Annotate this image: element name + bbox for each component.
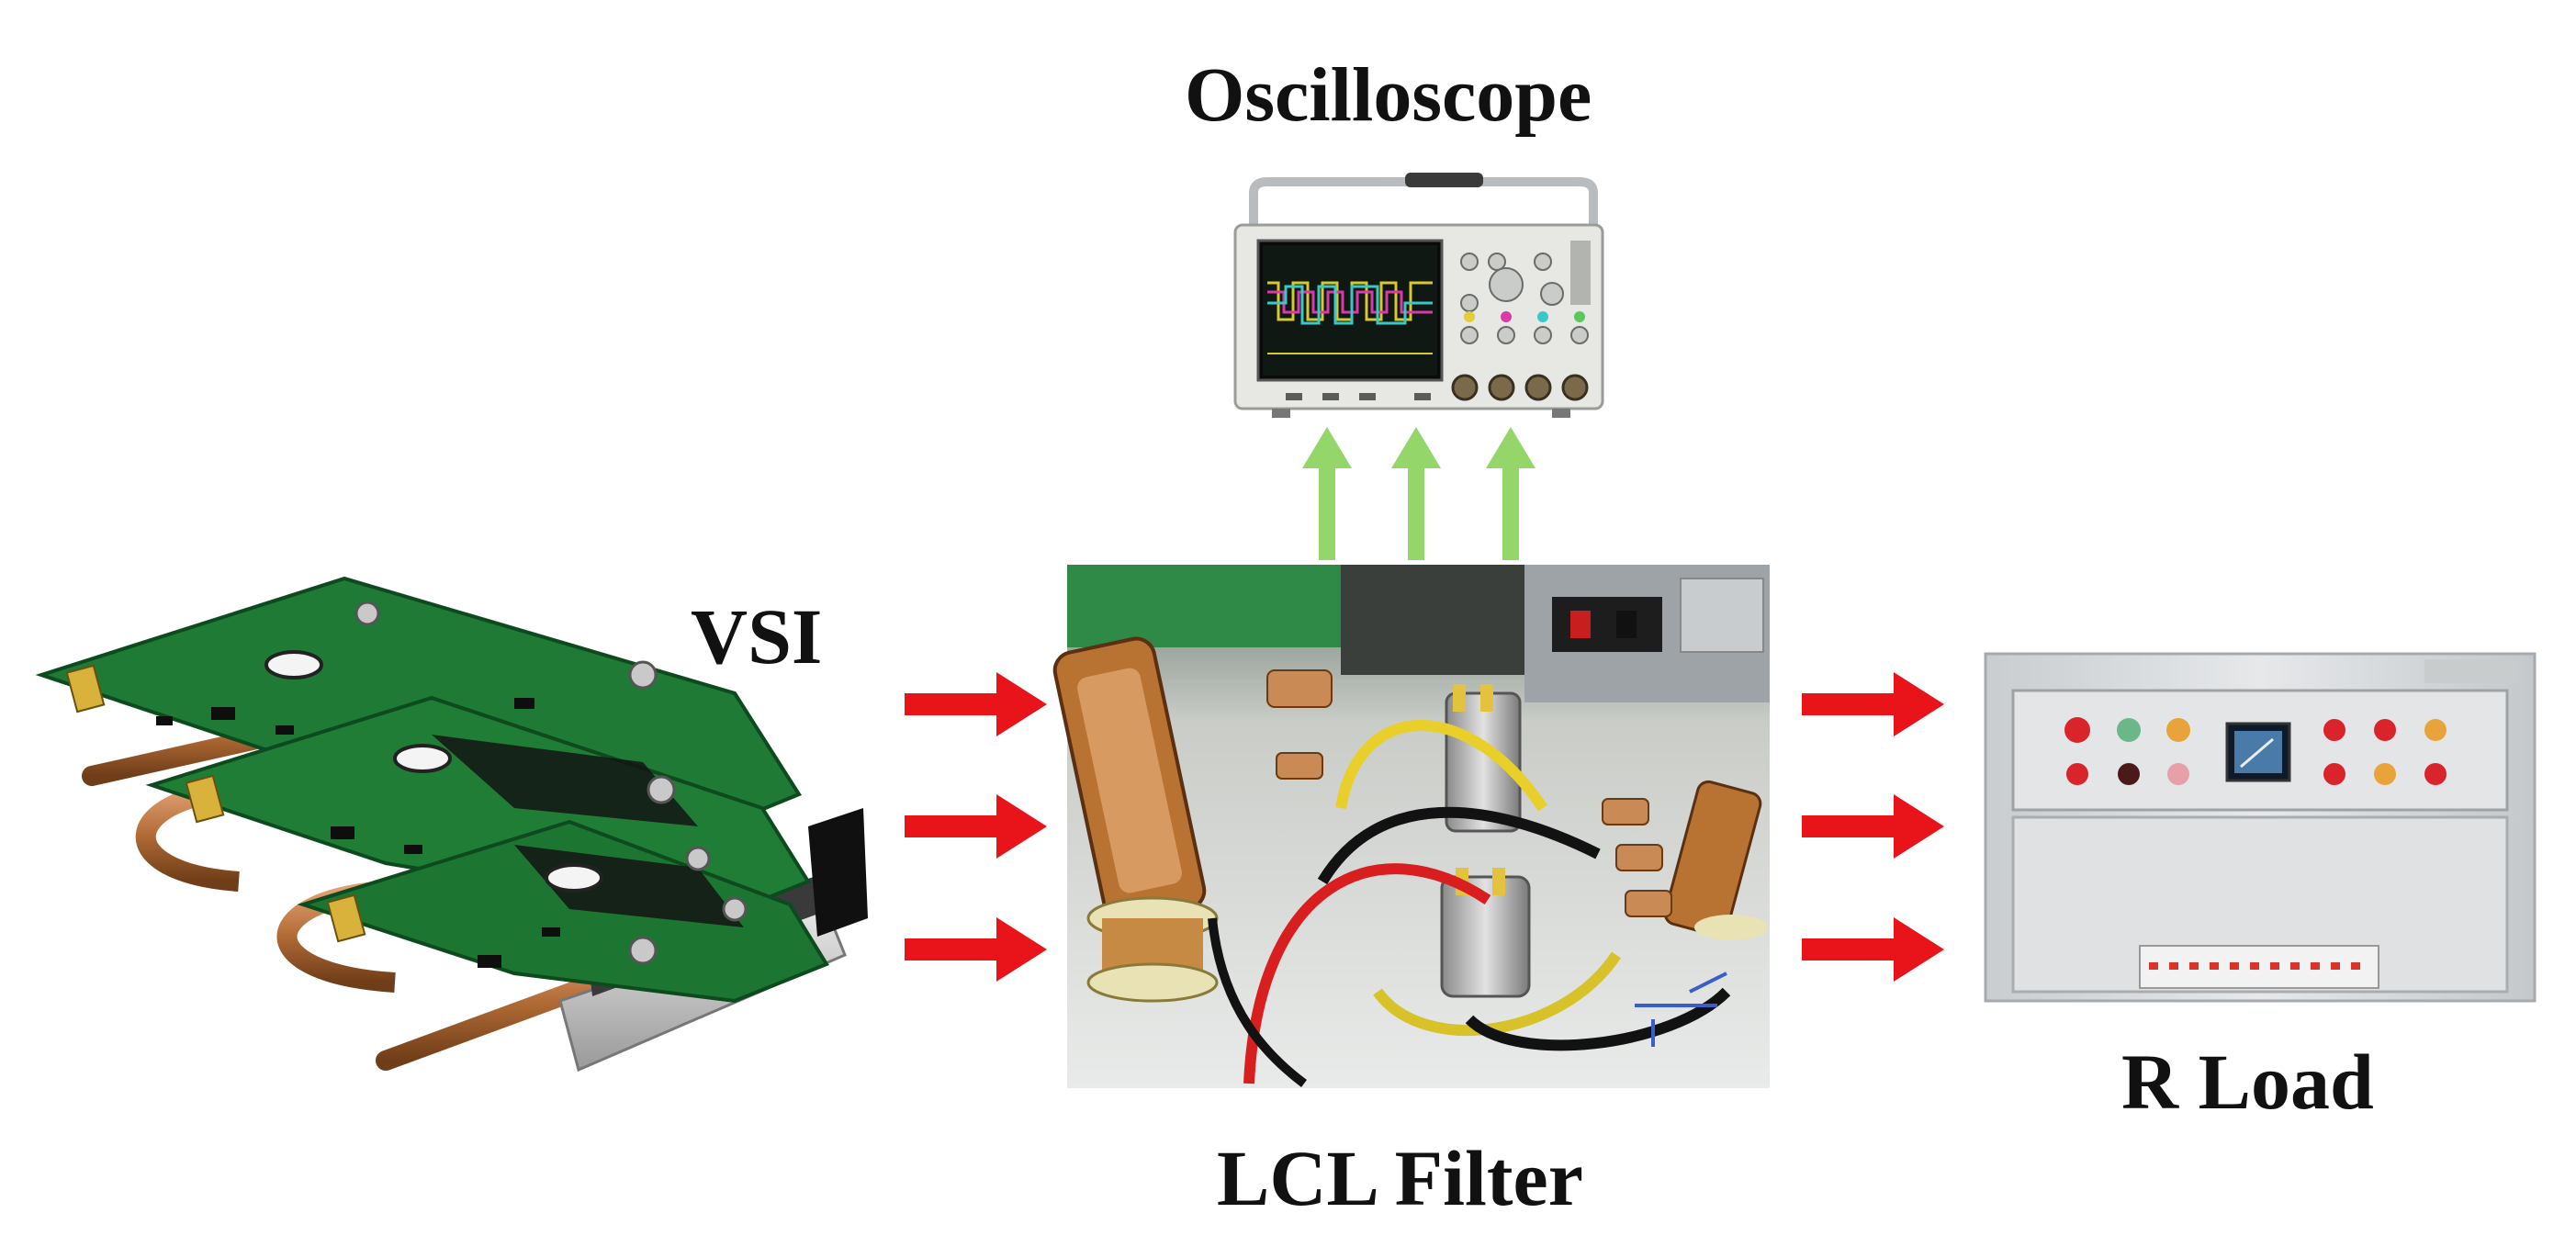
vsi-label: VSI <box>691 592 823 680</box>
oscilloscope-label: Oscilloscope <box>1185 52 1592 138</box>
power-arrow <box>905 672 1047 736</box>
power-arrow <box>1802 794 1944 859</box>
measurement-arrows <box>1302 427 1535 560</box>
power-arrows-vsi-to-lcl <box>905 672 1047 982</box>
lcl-filter-photo <box>1052 565 1770 1088</box>
power-arrow <box>905 917 1047 982</box>
power-arrows-lcl-to-load <box>1802 672 1944 982</box>
power-arrow <box>1802 672 1944 736</box>
lcl-filter-label: LCL Filter <box>1217 1134 1583 1222</box>
signal-arrow <box>1486 427 1535 560</box>
r-load-cabinet-photo <box>1984 652 2537 1003</box>
r-load-label: R Load <box>2121 1038 2374 1126</box>
signal-arrow <box>1391 427 1441 560</box>
power-arrow <box>1802 917 1944 982</box>
oscilloscope-photo <box>1233 173 1604 418</box>
signal-arrow <box>1302 427 1352 560</box>
power-arrow <box>905 794 1047 859</box>
vsi-photo <box>35 576 868 1073</box>
